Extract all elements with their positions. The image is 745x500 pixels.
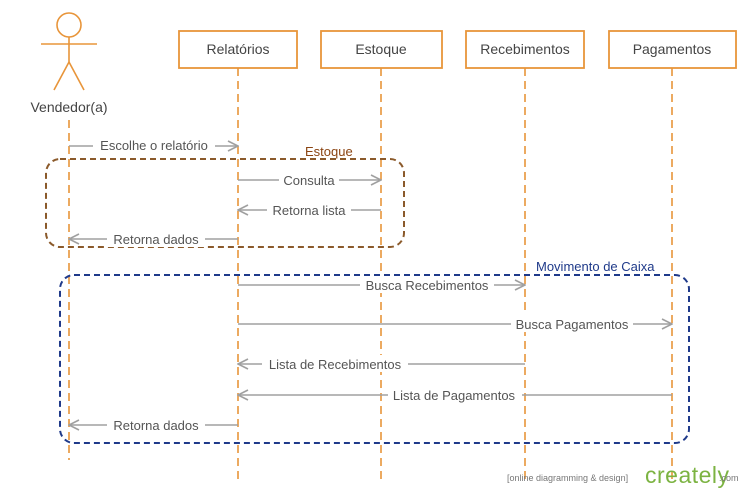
message-busca-pagamentos: Busca Pagamentos: [511, 315, 633, 332]
message-busca-recebimentos: Busca Recebimentos: [360, 276, 494, 293]
participant-label: Estoque: [355, 41, 407, 57]
participant-estoque: Estoque: [320, 30, 443, 69]
message-label: Busca Recebimentos: [366, 278, 489, 293]
message-label: Lista de Recebimentos: [269, 357, 402, 372]
message-retorna-dados-1: Retorna dados: [107, 230, 205, 247]
watermark-suffix: .com: [719, 473, 739, 483]
message-label: Retorna lista: [273, 203, 347, 218]
message-retorna-lista: Retorna lista: [267, 201, 351, 218]
creately-watermark: [online diagramming & design] creately .…: [505, 456, 740, 492]
actor-icon: [41, 12, 97, 91]
participant-relatorios: Relatórios: [178, 30, 298, 69]
message-lista-recebimentos: Lista de Recebimentos: [262, 355, 408, 372]
message-label: Escolhe o relatório: [100, 138, 208, 153]
group-label-movimento-caixa: Movimento de Caixa: [536, 259, 655, 274]
creately-logo: creately: [645, 462, 730, 488]
message-label: Busca Pagamentos: [516, 317, 629, 332]
message-consulta: Consulta: [279, 171, 339, 188]
group-frame-movimento-caixa: [59, 274, 690, 444]
participant-label: Relatórios: [206, 41, 269, 57]
message-label: Retorna dados: [113, 232, 199, 247]
message-retorna-dados-2: Retorna dados: [107, 416, 205, 433]
message-lista-pagamentos: Lista de Pagamentos: [388, 386, 522, 403]
group-frame-estoque: [45, 158, 405, 248]
message-label: Lista de Pagamentos: [393, 388, 516, 403]
participant-label: Recebimentos: [480, 41, 570, 57]
message-label: Consulta: [283, 173, 335, 188]
watermark-tagline: [online diagramming & design]: [507, 473, 629, 483]
group-label-estoque: Estoque: [305, 144, 353, 159]
participant-pagamentos: Pagamentos: [608, 30, 737, 69]
actor-label: Vendedor(a): [30, 99, 107, 115]
message-label: Retorna dados: [113, 418, 199, 433]
participant-label: Pagamentos: [633, 41, 712, 57]
message-escolhe-relatorio: Escolhe o relatório: [93, 137, 215, 154]
participant-recebimentos: Recebimentos: [465, 30, 585, 69]
